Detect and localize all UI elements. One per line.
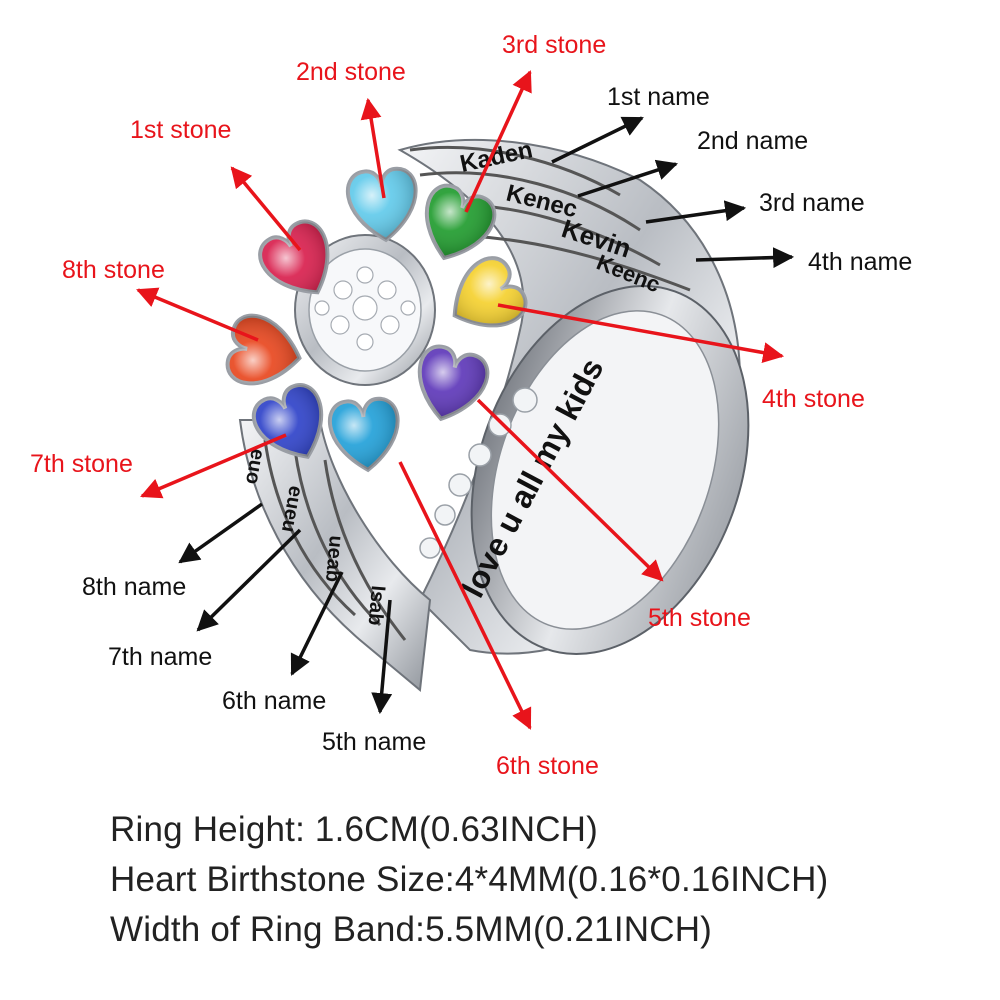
pointer-7th-stone <box>140 433 287 499</box>
spec-ring-height: Ring Height: 1.6CM(0.63INCH) <box>110 810 598 849</box>
pointer-2nd-stone <box>360 97 386 199</box>
pointer-8th-stone <box>136 287 259 342</box>
pointer-4th-name <box>695 247 795 269</box>
label-8th-name: 8th name <box>82 573 187 601</box>
spec-band-width: Width of Ring Band:5.5MM(0.21INCH) <box>110 910 713 949</box>
label-4th-name: 4th name <box>808 248 913 276</box>
pointer-3rd-stone <box>464 70 532 213</box>
pointer-5th-stone <box>476 398 664 582</box>
engraving-name-5: Isab <box>364 585 389 627</box>
spec-stone-size: Heart Birthstone Size:4*4MM(0.16*0.16INC… <box>110 860 829 899</box>
pointer-7th-name <box>196 528 302 632</box>
pointer-1st-name <box>551 116 644 164</box>
heart-stone-8 <box>225 313 302 386</box>
label-6th-name: 6th name <box>222 687 327 715</box>
pointer-1st-stone <box>230 166 302 252</box>
label-2nd-name: 2nd name <box>697 127 809 155</box>
label-3rd-name: 3rd name <box>759 189 865 217</box>
heart-stone-2 <box>345 166 418 243</box>
label-5th-stone: 5th stone <box>648 604 751 632</box>
pointer-6th-stone <box>398 461 532 730</box>
label-3rd-stone: 3rd stone <box>502 31 607 59</box>
label-7th-name: 7th name <box>108 643 213 671</box>
pointer-5th-name <box>371 599 393 715</box>
pointer-3rd-name <box>645 200 747 224</box>
label-4th-stone: 4th stone <box>762 385 865 413</box>
side-diamonds <box>419 387 538 559</box>
label-5th-name: 5th name <box>322 728 427 756</box>
label-2nd-stone: 2nd stone <box>296 58 406 86</box>
heart-stone-1 <box>258 219 330 295</box>
engraving-name-6: ueab <box>321 535 347 583</box>
pointer-4th-stone <box>497 303 785 363</box>
label-7th-stone: 7th stone <box>30 450 133 478</box>
heart-stones <box>225 166 528 473</box>
stone-pointers <box>136 70 785 730</box>
heart-stone-3 <box>424 183 497 261</box>
pointer-2nd-name <box>577 159 678 198</box>
label-8th-stone: 8th stone <box>62 256 165 284</box>
pointer-8th-name <box>178 502 264 564</box>
heart-stone-4 <box>452 256 528 328</box>
heart-stone-5 <box>417 344 490 422</box>
ring-body <box>238 139 750 692</box>
heart-stone-6 <box>327 396 400 473</box>
label-1st-name: 1st name <box>607 83 710 111</box>
label-6th-stone: 6th stone <box>496 752 599 780</box>
center-diamond-cluster <box>294 234 436 386</box>
label-1st-stone: 1st stone <box>130 116 232 144</box>
name-pointers <box>178 116 795 715</box>
heart-stone-7 <box>252 383 324 459</box>
pointer-6th-name <box>290 571 344 676</box>
